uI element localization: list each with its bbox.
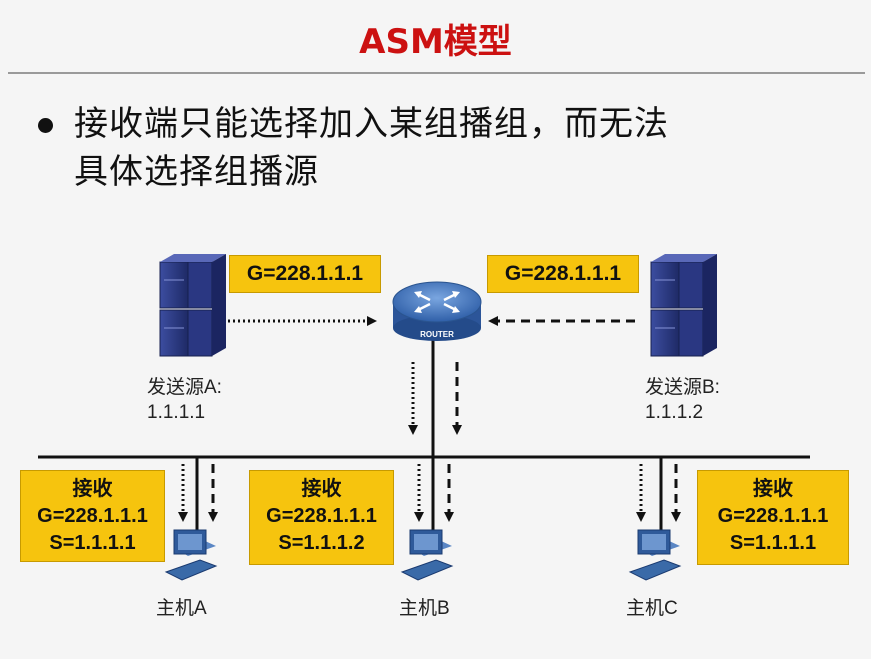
- host-a-computer-icon: [164, 529, 218, 581]
- source-a-server-icon: [159, 254, 226, 357]
- receiver-a-header: 接收: [72, 478, 113, 500]
- bullet-line-2: 具体选择组播源: [74, 152, 319, 192]
- slide-title: ASM模型: [359, 22, 512, 62]
- title-divider: [8, 72, 865, 74]
- host-a-dashed-arrow: [208, 464, 218, 522]
- host-b-label: 主机B: [399, 598, 450, 619]
- router-down-dashed-arrow: [452, 362, 462, 435]
- router-down-dotted-arrow: [408, 362, 418, 435]
- host-c-label: 主机C: [626, 598, 678, 619]
- receiver-box-host-c: 接收 G=228.1.1.1 S=1.1.1.1: [697, 470, 849, 565]
- host-c-computer-icon: [628, 529, 682, 581]
- source-b-server-icon: [650, 254, 717, 357]
- receiver-c-group: G=228.1.1.1: [717, 505, 829, 527]
- flow-a-to-router-arrow: [218, 316, 377, 326]
- source-b-ip: 1.1.1.2: [645, 402, 704, 423]
- receiver-box-host-a: 接收 G=228.1.1.1 S=1.1.1.1: [20, 470, 165, 562]
- receiver-a-source: S=1.1.1.1: [49, 532, 136, 554]
- group-box-right: G=228.1.1.1: [487, 255, 639, 293]
- host-a-dotted-arrow: [178, 464, 188, 522]
- host-b-computer-icon: [400, 529, 454, 581]
- bullet-text: 接收端只能选择加入某组播组，而无法 具体选择组播源: [74, 100, 774, 196]
- receiver-c-header: 接收: [753, 478, 793, 500]
- source-a-name: 发送源A:: [147, 377, 222, 398]
- receiver-a-group: G=228.1.1.1: [37, 505, 148, 527]
- receiver-b-source: S=1.1.1.2: [278, 532, 365, 554]
- receiver-box-host-b: 接收 G=228.1.1.1 S=1.1.1.2: [249, 470, 394, 565]
- source-a-ip: 1.1.1.1: [147, 402, 206, 423]
- host-b-dotted-arrow: [414, 464, 424, 522]
- receiver-b-group: G=228.1.1.1: [266, 505, 377, 527]
- bullet-line-1: 接收端只能选择加入某组播组，而无法: [74, 104, 669, 144]
- host-c-dotted-arrow: [636, 464, 646, 522]
- source-b-name: 发送源B:: [645, 377, 720, 398]
- host-c-dashed-arrow: [671, 464, 681, 522]
- host-a-label: 主机A: [156, 598, 207, 619]
- router-label: ROUTER: [420, 330, 454, 339]
- receiver-b-header: 接收: [301, 478, 342, 500]
- group-box-left: G=228.1.1.1: [229, 255, 381, 293]
- bullet-dot: [38, 118, 53, 133]
- source-a-label: 发送源A: 1.1.1.1: [147, 375, 222, 425]
- router-icon: ROUTER: [392, 281, 482, 341]
- host-b-dashed-arrow: [444, 464, 454, 522]
- receiver-c-source: S=1.1.1.1: [729, 532, 817, 554]
- source-b-label: 发送源B: 1.1.1.2: [645, 375, 720, 425]
- flow-b-to-router-arrow: [488, 316, 635, 326]
